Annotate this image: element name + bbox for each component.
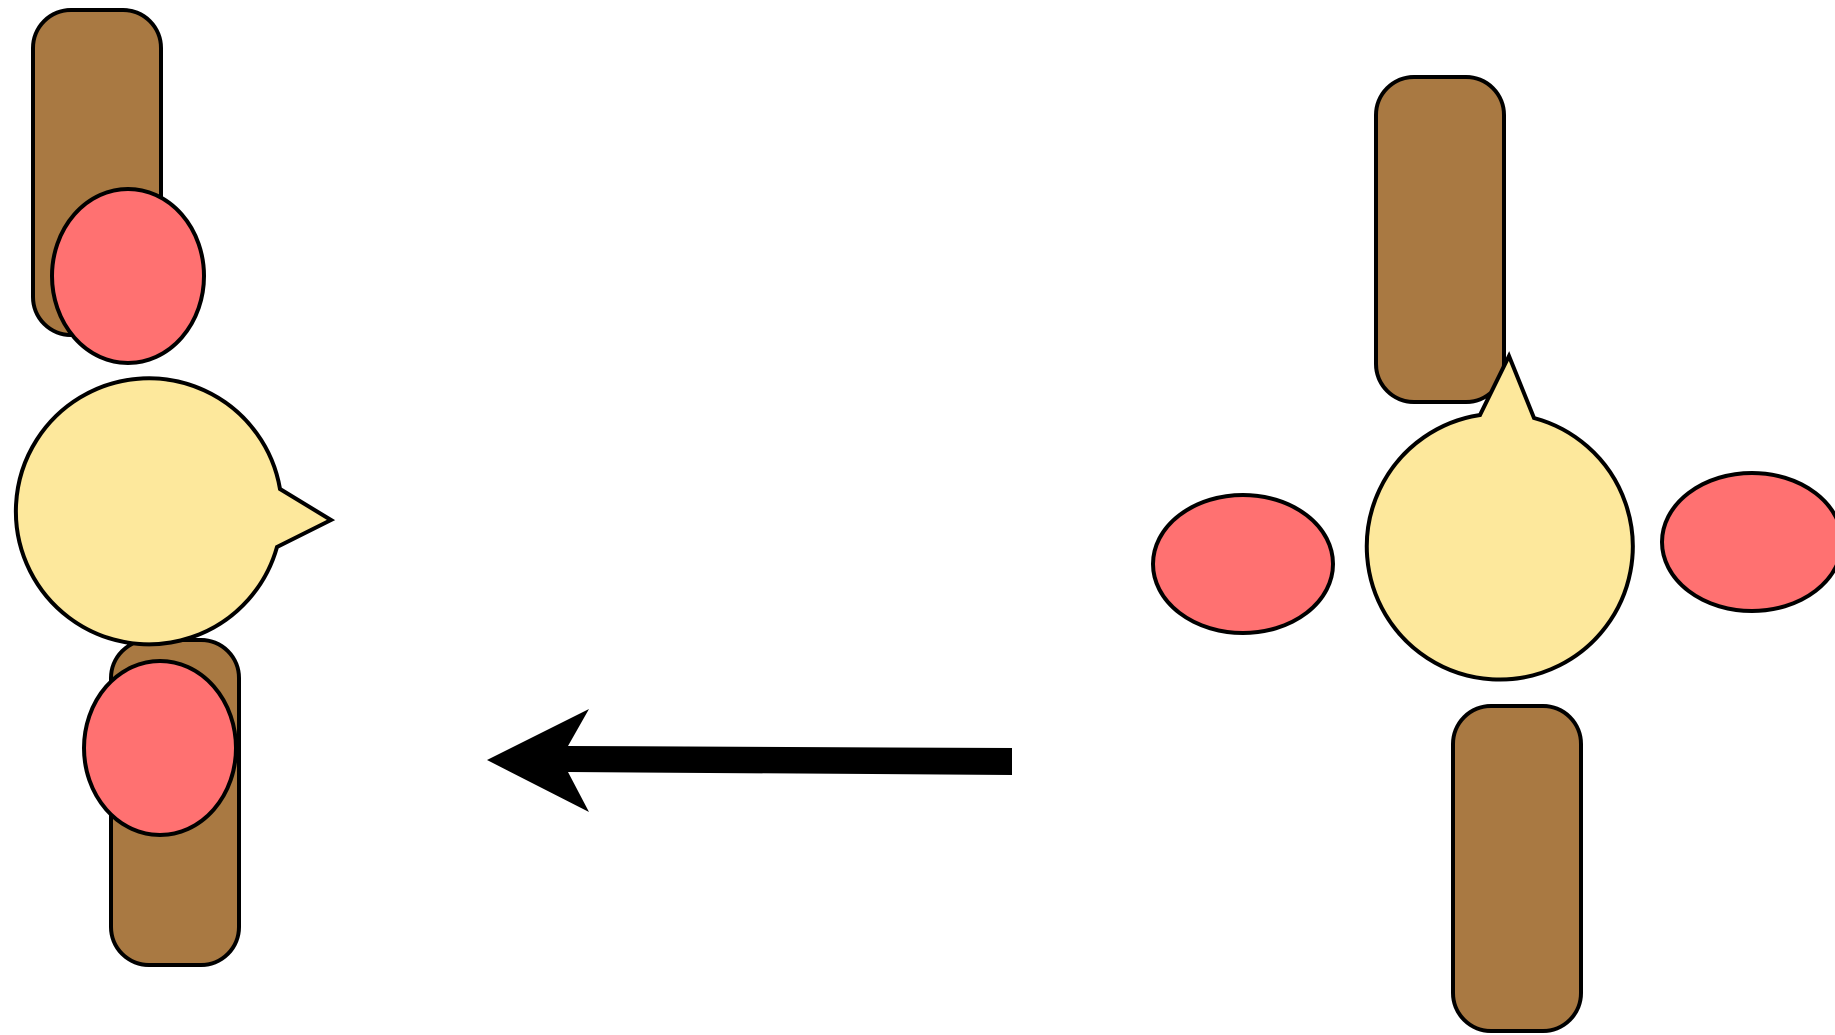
- right-right-ellipse: [1660, 471, 1835, 613]
- right-central-circle: [1364, 351, 1635, 682]
- right-upper-bar: [1374, 75, 1506, 404]
- arrow-head: [487, 709, 589, 812]
- right-assembly: [1151, 75, 1835, 1033]
- left-central-circle: [13, 376, 336, 647]
- transition-arrow: [487, 709, 1012, 812]
- right-lower-bar: [1451, 704, 1583, 1033]
- arrow-shaft: [568, 746, 1012, 775]
- left-assembly: [13, 8, 336, 967]
- left-upper-ellipse: [50, 187, 206, 365]
- right-left-ellipse: [1151, 493, 1335, 635]
- left-lower-ellipse: [82, 659, 238, 837]
